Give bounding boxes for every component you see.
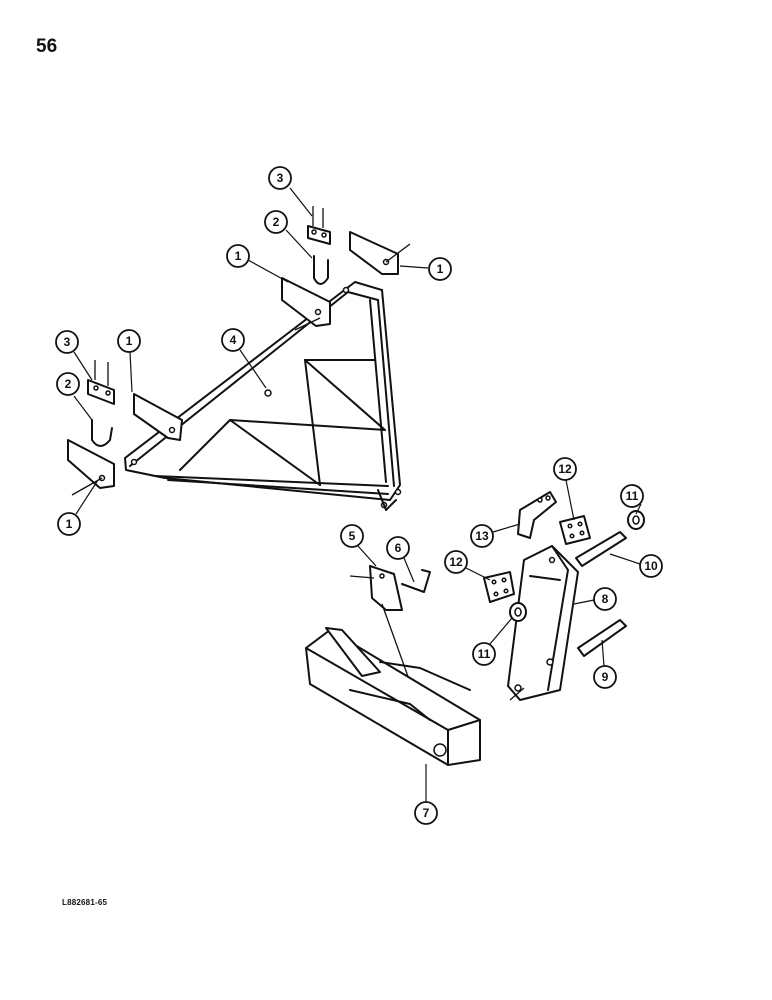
callout-label: 13 <box>475 529 489 543</box>
callout-label: 12 <box>449 555 463 569</box>
pin-10 <box>575 531 627 567</box>
callout-10: 10 <box>609 553 663 578</box>
callout-label: 12 <box>558 462 572 476</box>
callout-label: 9 <box>602 670 609 684</box>
callout-8: 8 <box>573 587 617 611</box>
bushing-11-lower <box>509 602 527 622</box>
callout-label: 3 <box>277 171 284 185</box>
left-lower-plate <box>67 439 115 496</box>
callout-7: 7 <box>414 764 438 825</box>
callout-label: 1 <box>126 334 133 348</box>
left-upper-plate <box>133 393 183 441</box>
plate-12-upper <box>559 515 591 545</box>
plate-13 <box>517 491 557 539</box>
callout-11-upper: 11 <box>620 484 644 515</box>
drawing-code: L882681-65 <box>62 898 108 907</box>
callout-label: 10 <box>644 559 658 573</box>
callout-label: 6 <box>395 541 402 555</box>
callout-label: 11 <box>478 647 491 661</box>
drawbar <box>305 627 481 766</box>
page-number: 56 <box>36 36 58 57</box>
swing-bracket <box>507 545 579 701</box>
callout-13: 13 <box>470 523 521 548</box>
callout-label: 5 <box>349 529 356 543</box>
callout-5: 5 <box>340 524 377 567</box>
callout-label: 2 <box>65 377 72 391</box>
callout-label: 1 <box>437 262 444 276</box>
callout-label: 1 <box>235 249 242 263</box>
left-clamp <box>87 360 115 447</box>
callout-label: 2 <box>273 215 280 229</box>
top-left-plate <box>281 277 331 331</box>
callout-3-top: 3 <box>268 166 313 217</box>
pin-9 <box>577 619 627 657</box>
bushing-11-upper <box>627 510 645 530</box>
a-frame-part <box>124 281 402 511</box>
callout-3-left: 3 <box>55 330 93 381</box>
callout-6: 6 <box>386 536 415 583</box>
callout-12-lower: 12 <box>444 550 491 581</box>
callout-label: 4 <box>230 333 237 347</box>
callout-11-lower: 11 <box>472 617 513 666</box>
callout-1-left-lower: 1 <box>57 479 99 536</box>
callout-label: 7 <box>423 806 430 820</box>
callout-1-top-right: 1 <box>399 257 452 281</box>
callout-1-left-upper: 1 <box>117 329 141 393</box>
callout-2-top: 2 <box>264 210 313 259</box>
callout-9: 9 <box>593 639 617 689</box>
callout-label: 3 <box>64 335 71 349</box>
callout-12-upper: 12 <box>553 457 577 521</box>
callout-label: 11 <box>626 489 639 503</box>
plate-12-lower <box>483 571 515 603</box>
top-right-plate <box>349 231 411 275</box>
callout-label: 8 <box>602 592 609 606</box>
callout-2-left: 2 <box>56 372 93 421</box>
callout-label: 1 <box>66 517 73 531</box>
callout-4: 4 <box>221 328 267 389</box>
top-clamp <box>307 206 331 285</box>
callout-1-top-left: 1 <box>226 244 289 283</box>
